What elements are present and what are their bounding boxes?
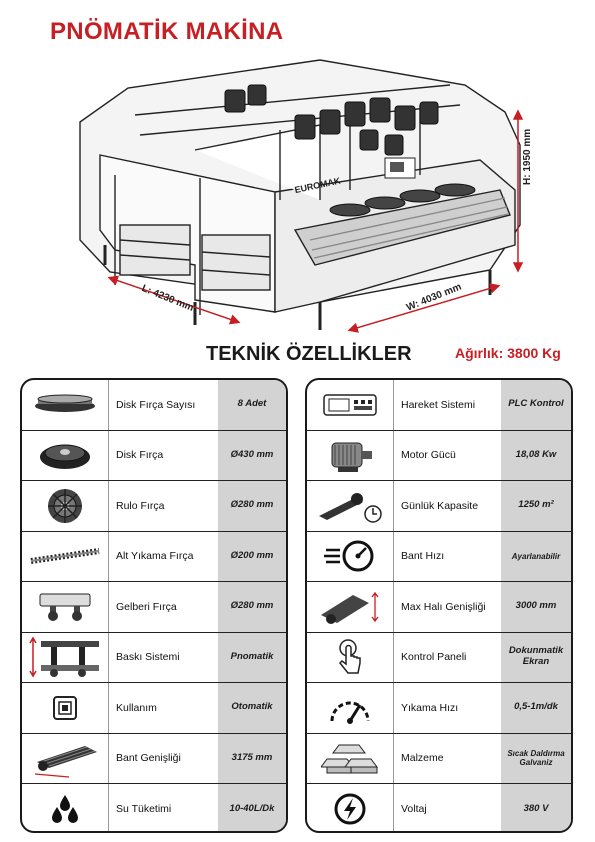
spec-value: Otomatik <box>218 683 286 733</box>
bottom-wash-brush-icon <box>22 531 109 581</box>
spec-value: Dokunmatik Ekran <box>501 632 571 682</box>
spec-row: Baskı Sistemi Pnomatik <box>22 632 286 683</box>
press-system-icon <box>22 632 109 682</box>
spec-row: Disk Fırça Sayısı 8 Adet <box>22 380 286 431</box>
spec-label: Yıkama Hızı <box>401 701 459 714</box>
spec-row: Voltaj 380 V <box>307 784 571 831</box>
touch-panel-icon <box>307 632 394 682</box>
wash-speed-gauge-icon <box>307 683 394 733</box>
spec-label: Malzeme <box>401 752 444 765</box>
spec-label: Baskı Sistemi <box>116 651 180 664</box>
spec-row: Günlük Kapasite 1250 m² <box>307 481 571 532</box>
spec-value: 3000 mm <box>501 582 571 632</box>
spec-label: Voltaj <box>401 803 427 816</box>
belt-width-icon <box>22 733 109 783</box>
spec-row: Rulo Fırça Ø280 mm <box>22 481 286 532</box>
spec-row: Yıkama Hızı 0,5-1m/dk <box>307 683 571 734</box>
dimension-height: H: 1950 mm <box>522 128 533 185</box>
spec-label: Gelberi Fırça <box>116 600 177 613</box>
page-title: PNÖMATİK MAKİNA <box>50 18 284 45</box>
weight-label: Ağırlık: 3800 Kg <box>455 345 561 361</box>
spec-row: Su Tüketimi 10-40L/Dk <box>22 784 286 831</box>
motor-icon <box>307 430 394 480</box>
spec-label: Disk Fırça Sayısı <box>116 398 196 411</box>
spec-value: 1250 m² <box>501 481 571 531</box>
spec-label: Su Tüketimi <box>116 803 172 816</box>
spec-label: Bant Hızı <box>401 550 445 563</box>
spec-value: 3175 mm <box>218 733 286 783</box>
spec-row: Kontrol Paneli Dokunmatik Ekran <box>307 632 571 683</box>
spec-row: Alt Yıkama Fırça Ø200 mm <box>22 531 286 582</box>
spec-value: Ø280 mm <box>218 481 286 531</box>
spec-label: Motor Gücü <box>401 449 456 462</box>
roller-brush-icon <box>22 481 109 531</box>
spec-value: 10-40L/Dk <box>218 784 286 831</box>
plc-control-icon <box>307 380 394 430</box>
spec-panel-left: Disk Fırça Sayısı 8 Adet Disk Fırça Ø430… <box>20 378 288 833</box>
spec-label: Max Halı Genişliği <box>401 600 486 613</box>
material-ingots-icon <box>307 733 394 783</box>
spec-label: Disk Fırça <box>116 449 164 462</box>
spec-row: Motor Gücü 18,08 Kw <box>307 430 571 481</box>
daily-capacity-icon <box>307 481 394 531</box>
spec-value: Ø200 mm <box>218 531 286 581</box>
spec-value: Pnomatik <box>218 632 286 682</box>
spec-row: Bant Hızı Ayarlanabilir <box>307 531 571 582</box>
spec-value: Sıcak Daldırma Galvaniz <box>501 733 571 783</box>
spec-value: 0,5-1m/dk <box>501 683 571 733</box>
spec-value: 380 V <box>501 784 571 831</box>
spec-row: Bant Genişliği 3175 mm <box>22 733 286 784</box>
spec-value: Ø280 mm <box>218 582 286 632</box>
voltage-icon <box>307 784 394 831</box>
carpet-width-icon <box>307 582 394 632</box>
spec-value: 8 Adet <box>218 380 286 430</box>
specs-title: TEKNİK ÖZELLİKLER <box>206 343 412 365</box>
water-drops-icon <box>22 784 109 831</box>
spec-row: Disk Fırça Ø430 mm <box>22 430 286 481</box>
spec-label: Hareket Sistemi <box>401 398 476 411</box>
spec-row: Max Halı Genişliği 3000 mm <box>307 582 571 633</box>
spec-label: Kontrol Paneli <box>401 651 467 664</box>
spec-label: Kullanım <box>116 701 157 714</box>
spec-value: PLC Kontrol <box>501 380 571 430</box>
machine-illustration: EUROMAK <box>79 59 524 333</box>
spec-label: Alt Yıkama Fırça <box>116 550 194 563</box>
spec-label: Bant Genişliği <box>116 752 181 765</box>
spec-label: Günlük Kapasite <box>401 499 479 512</box>
spec-row: Gelberi Fırça Ø280 mm <box>22 582 286 633</box>
spec-value: Ø430 mm <box>218 430 286 480</box>
spec-row: Hareket Sistemi PLC Kontrol <box>307 380 571 431</box>
spec-row: Kullanım Otomatik <box>22 683 286 734</box>
spec-label: Rulo Fırça <box>116 499 165 512</box>
speedometer-icon <box>307 531 394 581</box>
spec-panel-right: Hareket Sistemi PLC Kontrol Motor Gücü 1… <box>305 378 573 833</box>
spec-value: 18,08 Kw <box>501 430 571 480</box>
disk-brush-icon <box>22 430 109 480</box>
spec-value: Ayarlanabilir <box>501 531 571 581</box>
usage-icon <box>22 683 109 733</box>
disk-brush-count-icon <box>22 380 109 430</box>
spec-row: Malzeme Sıcak Daldırma Galvaniz <box>307 733 571 784</box>
gelberi-brush-icon <box>22 582 109 632</box>
